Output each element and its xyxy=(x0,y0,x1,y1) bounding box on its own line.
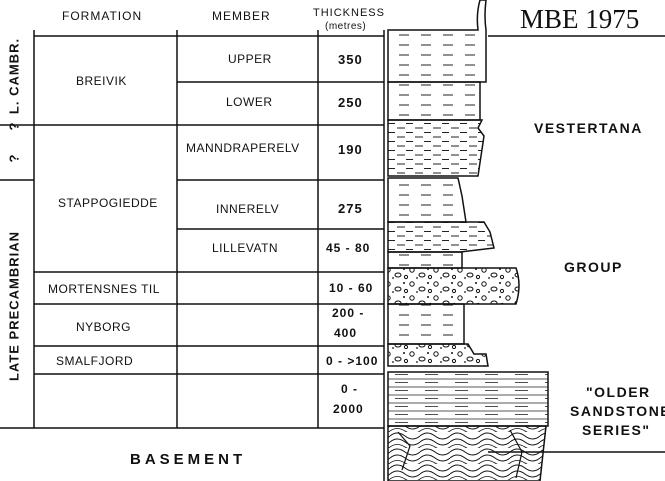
age-label-late-precambrian: LATE PRECAMBRIAN xyxy=(6,230,22,382)
formation-smalfjord: SMALFJORD xyxy=(56,354,134,368)
reference-label: MBE 1975 xyxy=(520,4,640,34)
thickness-nyborg-min: 200 - xyxy=(332,306,365,320)
thickness-innerelv: 275 xyxy=(338,201,363,216)
member-innerelv: INNERELV xyxy=(216,202,280,216)
header-member: MEMBER xyxy=(212,9,271,23)
thickness-older-max: 2000 xyxy=(333,402,364,416)
formation-breivik: BREIVIK xyxy=(76,74,127,88)
header-thickness: THICKNESS xyxy=(313,7,385,19)
thickness-lower: 250 xyxy=(338,95,363,110)
group-older-line1: "OLDER xyxy=(586,384,651,400)
thickness-older-min: 0 - xyxy=(341,382,359,396)
formation-basement: BASEMENT xyxy=(130,451,247,468)
group-older-line2: SANDSTONE xyxy=(570,403,665,419)
age-label-question-2: ? xyxy=(6,153,22,163)
formation-mortensnes: MORTENSNES TIL xyxy=(48,282,160,296)
thickness-smalfjord: 0 - >100 xyxy=(326,354,379,368)
group-older-line3: SERIES" xyxy=(582,422,651,438)
member-upper: UPPER xyxy=(228,52,272,66)
formation-nyborg: NYBORG xyxy=(76,320,132,334)
group-group: GROUP xyxy=(564,259,623,275)
group-vestertana: VESTERTANA xyxy=(534,120,643,136)
age-label-l-cambr: L. CAMBR. xyxy=(6,37,22,115)
age-label-question-1: ? xyxy=(6,121,22,131)
member-lillevatn: LILLEVATN xyxy=(212,241,279,255)
member-manndraperelv: MANNDRAPERELV xyxy=(186,141,300,155)
formation-stappogiedde: STAPPOGIEDDE xyxy=(58,196,158,210)
member-lower: LOWER xyxy=(226,95,273,109)
thickness-mortensnes: 10 - 60 xyxy=(329,281,374,295)
header-formation: FORMATION xyxy=(62,9,143,23)
header-thickness-unit: (metres) xyxy=(325,21,367,32)
thickness-nyborg-max: 400 xyxy=(334,326,358,340)
thickness-manndraperelv: 190 xyxy=(338,142,363,157)
thickness-upper: 350 xyxy=(338,52,363,67)
thickness-lillevatn: 45 - 80 xyxy=(326,241,371,255)
